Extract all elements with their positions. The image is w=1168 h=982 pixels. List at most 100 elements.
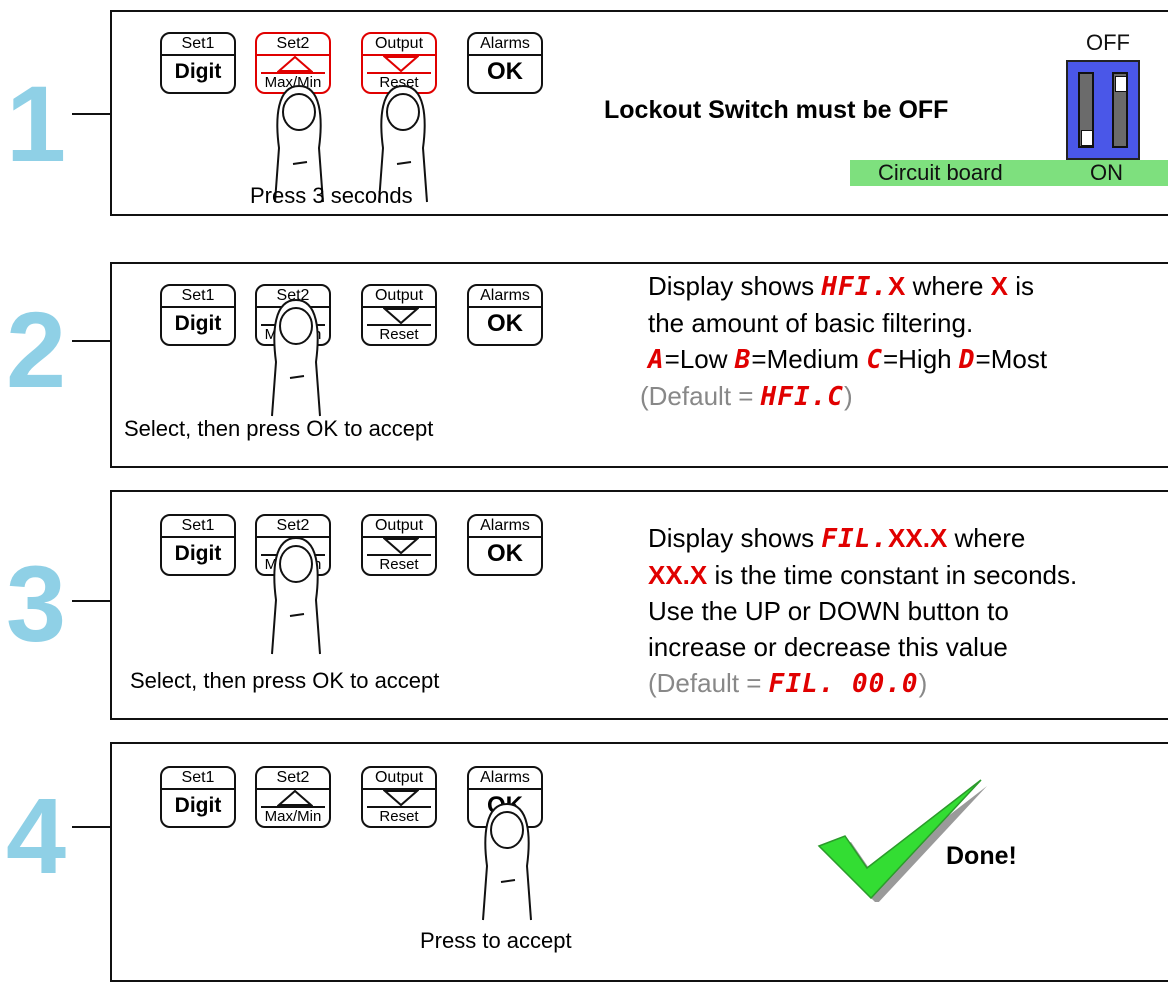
alarms-label: Alarms [469,34,541,56]
set2-label: Set2 [257,34,329,56]
step-2-caption: Select, then press OK to accept [124,416,434,441]
text: is [1007,271,1034,301]
text: Display shows [648,523,822,553]
step-3-line-2: XX.X is the time constant in seconds. [648,557,1077,593]
text: ) [843,381,853,411]
output-label: Output [363,286,435,308]
text: ) [918,668,928,698]
set1-digit-button[interactable]: Set1 Digit [160,766,236,828]
set1-label: Set1 [162,286,234,308]
up-arrow-icon [277,55,313,72]
variable-x: X [888,271,906,301]
reset-label: Reset [367,554,431,574]
digit-label: Digit [174,542,222,565]
digit-label: Digit [174,312,222,335]
step-number-1: 1 [6,63,67,184]
lockout-title: Lockout Switch must be OFF [604,96,949,124]
output-label: Output [363,34,435,56]
step-2-default: (Default = HFI.C) [640,378,1047,415]
switch-on-label: ON [1090,160,1123,185]
step-2-description: Display shows HFI.X where X is the amoun… [640,268,1047,415]
display-code: FIL. [821,524,889,554]
circuit-board [850,160,1168,186]
reset-label: Reset [367,806,431,826]
down-arrow-icon [383,56,419,73]
step-2-line-3: A=Low B=Medium C=High D=Most [648,341,1047,378]
alarms-label: Alarms [469,768,541,790]
step-4-caption: Press to accept [420,928,572,953]
default-code: HFI.C [760,382,844,412]
reset-label: Reset [367,324,431,344]
variable-xx: XX.X [648,560,708,590]
text: =Medium [751,344,867,374]
text: is the time constant in seconds. [707,560,1078,590]
max-min-label: Max/Min [261,806,325,826]
step-3-caption: Select, then press OK to accept [130,668,440,693]
set2-label: Set2 [257,768,329,790]
output-down-button[interactable]: Output Reset [361,32,437,94]
finger-press-icon [271,298,321,417]
done-label: Done! [946,842,1017,870]
switch-off-label: OFF [1086,30,1130,55]
text: Display shows [648,271,822,301]
option-c: C [866,345,883,375]
step-2-line-2: the amount of basic filtering. [648,308,974,338]
checkmark-icon [817,779,987,902]
digit-label: Digit [174,60,222,83]
variable-x: X [990,271,1008,301]
output-down-button[interactable]: Output Reset [361,514,437,576]
text: where [947,523,1026,553]
up-arrow-icon [277,789,313,806]
text: where [905,271,991,301]
step-3-line-4: increase or decrease this value [648,632,1008,662]
set1-label: Set1 [162,34,234,56]
switch-knob [1115,76,1127,92]
finger-press-icon [378,84,428,203]
alarms-ok-button[interactable]: Alarms OK [467,32,543,94]
set2-label: Set2 [257,516,329,538]
option-a: A [648,345,665,375]
ok-label: OK [487,540,523,567]
output-down-button[interactable]: Output Reset [361,284,437,346]
step-number-3: 3 [6,543,67,664]
display-code: HFI. [821,272,889,302]
option-b: B [734,345,752,375]
alarms-label: Alarms [469,286,541,308]
ok-label: OK [487,310,523,337]
step-3-line-3: Use the UP or DOWN button to [648,596,1009,626]
step-3-leader [72,600,110,602]
alarms-ok-button[interactable]: Alarms OK [467,766,543,828]
down-arrow-icon [383,790,419,807]
text: =Most [975,344,1048,374]
alarms-ok-button[interactable]: Alarms OK [467,514,543,576]
set2-up-button[interactable]: Set2 Max/Min [255,32,331,94]
step-1-caption: Press 3 seconds [250,183,413,208]
set1-digit-button[interactable]: Set1 Digit [160,32,236,94]
step-3-line-1: Display shows FIL.XX.X where [648,520,1077,557]
step-3-description: Display shows FIL.XX.X where XX.X is the… [648,520,1077,702]
lockout-switch[interactable] [1066,60,1140,160]
text: (Default = [640,381,761,411]
step-3-default: (Default = FIL. 00.0) [648,665,1077,702]
down-arrow-icon [383,308,419,325]
step-2-leader [72,340,110,342]
finger-press-icon [482,802,532,921]
output-label: Output [363,516,435,538]
ok-label: OK [487,58,523,85]
text: (Default = [648,668,769,698]
switch-slot [1078,72,1094,148]
finger-press-icon [271,536,321,655]
set2-up-button[interactable]: Set2 Max/Min [255,766,331,828]
down-arrow-icon [383,538,419,555]
variable-xx: XX.X [888,523,948,553]
set1-digit-button[interactable]: Set1 Digit [160,284,236,346]
set1-label: Set1 [162,768,234,790]
step-4-leader [72,826,110,828]
set1-digit-button[interactable]: Set1 Digit [160,514,236,576]
step-number-4: 4 [6,775,67,896]
output-label: Output [363,768,435,790]
switch-slot [1112,72,1128,148]
alarms-ok-button[interactable]: Alarms OK [467,284,543,346]
output-down-button[interactable]: Output Reset [361,766,437,828]
digit-label: Digit [174,794,222,817]
